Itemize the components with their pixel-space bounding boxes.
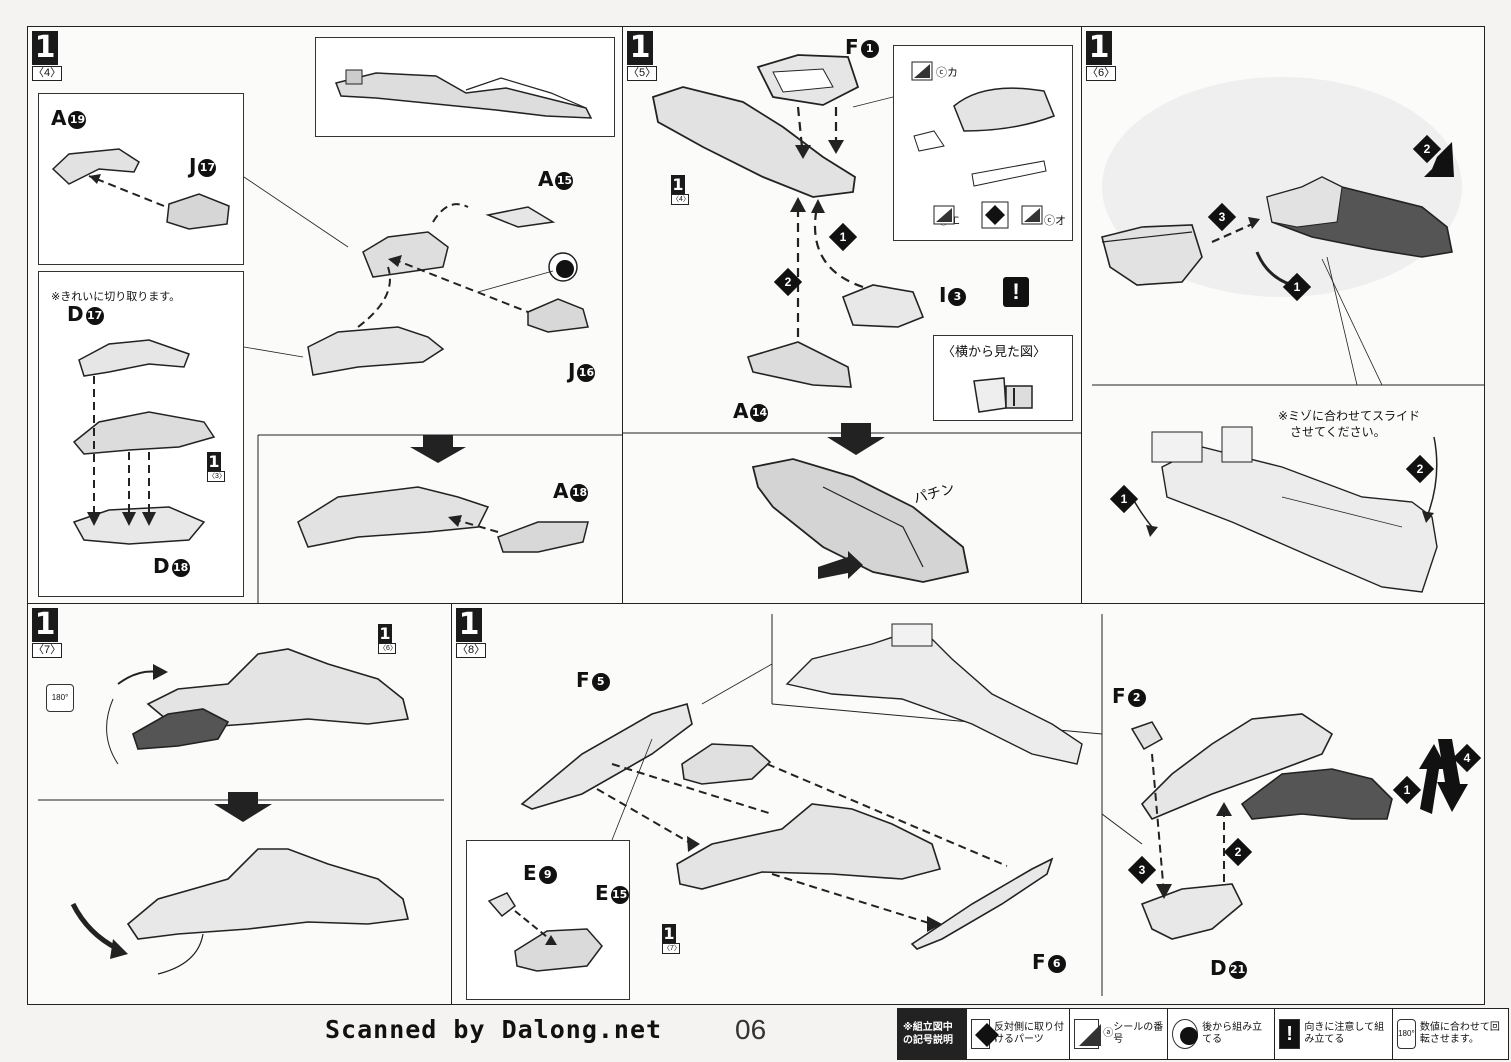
rotate-180-icon: 180° bbox=[1396, 1019, 1416, 1049]
note-slide-2: させてください。 bbox=[1290, 425, 1386, 439]
sticker-label-o: ⓒオ bbox=[1044, 215, 1066, 227]
side-view-illustration bbox=[973, 377, 1033, 413]
side-view-box: 〈横から見た図〉 bbox=[933, 335, 1073, 421]
step-circle-2: 2 bbox=[1223, 837, 1253, 867]
rotate-180-icon: 180° bbox=[46, 684, 74, 712]
step-subnumber: 〈4〉 bbox=[32, 66, 62, 81]
a19-j17-illustration bbox=[51, 148, 230, 230]
sticker-illustration bbox=[911, 61, 1055, 229]
d17-d18-illustration bbox=[72, 339, 216, 545]
note-slide: ※ミゾに合わせてスライド bbox=[1278, 409, 1421, 423]
step-ref-3: 1〈3〉 bbox=[207, 452, 226, 482]
step-circle-3: 3 bbox=[1207, 202, 1237, 232]
step-subnumber: 〈5〉 bbox=[627, 66, 657, 81]
step-circle-1: 1 bbox=[1282, 272, 1312, 302]
step-number: 1 〈6〉 bbox=[1086, 30, 1116, 81]
step-circle-3: 3 bbox=[1127, 855, 1157, 885]
scanned-by-credit: Scanned by Dalong.net bbox=[325, 1015, 663, 1044]
step-subnumber: 〈6〉 bbox=[1086, 66, 1116, 81]
step-ref-7: 1〈7〉 bbox=[662, 924, 681, 954]
caution-icon: ! bbox=[1003, 277, 1029, 307]
step6-illustration bbox=[1092, 77, 1484, 593]
step4-main-illustration bbox=[243, 176, 624, 605]
assembled-part-illustration bbox=[334, 69, 593, 119]
step-ref-4: 1〈4〉 bbox=[671, 175, 690, 205]
legend-caution-direction: ! 向きに注意して組み立てる bbox=[1273, 1009, 1392, 1059]
step-circle-2b: 2 bbox=[1405, 454, 1435, 484]
step-panel-7: 1 〈7〉 1〈6〉 180° bbox=[27, 603, 454, 1005]
caution-icon: ! bbox=[1278, 1019, 1301, 1049]
step8-main-illustration bbox=[520, 614, 1468, 996]
assemble-later-icon bbox=[1172, 1019, 1199, 1049]
step-panel-6: 1 〈6〉 1〈2〉 1〈5〉 ※ミゾに合わせてスライド させてください。 1 … bbox=[1081, 26, 1485, 606]
sticker-guide-box: ⓒカ ⓒエ ⓒオ bbox=[893, 45, 1073, 241]
page-number: 06 bbox=[735, 1014, 767, 1045]
step-panel-5: 1 〈5〉 F1 A14 I3 1〈4〉 ! ⓒカ ⓒエ ⓒオ 〈横から見た図〉 bbox=[622, 26, 1084, 606]
step-circle-1: 1 bbox=[1392, 775, 1422, 805]
step-circle-1: 1 bbox=[828, 222, 858, 252]
step-circle-2: 2 bbox=[773, 267, 803, 297]
legend-sticker-number: ⓐア シールの番号 bbox=[1068, 1009, 1168, 1059]
step-subnumber: 〈7〉 bbox=[32, 643, 62, 658]
sticker-label-ka: ⓒカ bbox=[936, 67, 958, 79]
legend-rotate: 180° 数値に合わせて回転させます。 bbox=[1391, 1009, 1508, 1059]
step-circle-2: 2 bbox=[1412, 134, 1442, 164]
step7-illustration bbox=[38, 648, 444, 975]
side-view-label: 〈横から見た図〉 bbox=[942, 344, 1047, 359]
reference-diagram bbox=[315, 37, 615, 137]
step-circle-1b: 1 bbox=[1109, 484, 1139, 514]
step-number: 1 〈8〉 bbox=[456, 607, 486, 658]
symbol-legend: ※組立図中の記号説明 反対側に取り付けるパーツ ⓐア シールの番号 後から組み立… bbox=[897, 1008, 1509, 1060]
legend-opposite-side: 反対側に取り付けるパーツ bbox=[966, 1009, 1068, 1059]
e9-e15-illustration bbox=[487, 892, 603, 972]
step-ref-6: 1〈6〉 bbox=[378, 624, 397, 654]
legend-heading: ※組立図中の記号説明 bbox=[898, 1009, 967, 1059]
step-number: 1 〈4〉 bbox=[32, 30, 62, 81]
sticker-icon bbox=[1073, 1019, 1101, 1049]
step-subnumber: 〈8〉 bbox=[456, 643, 486, 658]
step-number: 1 〈5〉 bbox=[627, 30, 657, 81]
step-circle-4: 4 bbox=[1452, 743, 1482, 773]
note-cut-clean: ※きれいに切り取ります。 bbox=[51, 291, 181, 303]
step-number: 1 〈7〉 bbox=[32, 607, 62, 658]
legend-assemble-later: 後から組み立てる bbox=[1167, 1009, 1273, 1059]
diamond-arrow-icon bbox=[971, 1019, 1000, 1049]
step5-main-illustration bbox=[623, 54, 1083, 583]
